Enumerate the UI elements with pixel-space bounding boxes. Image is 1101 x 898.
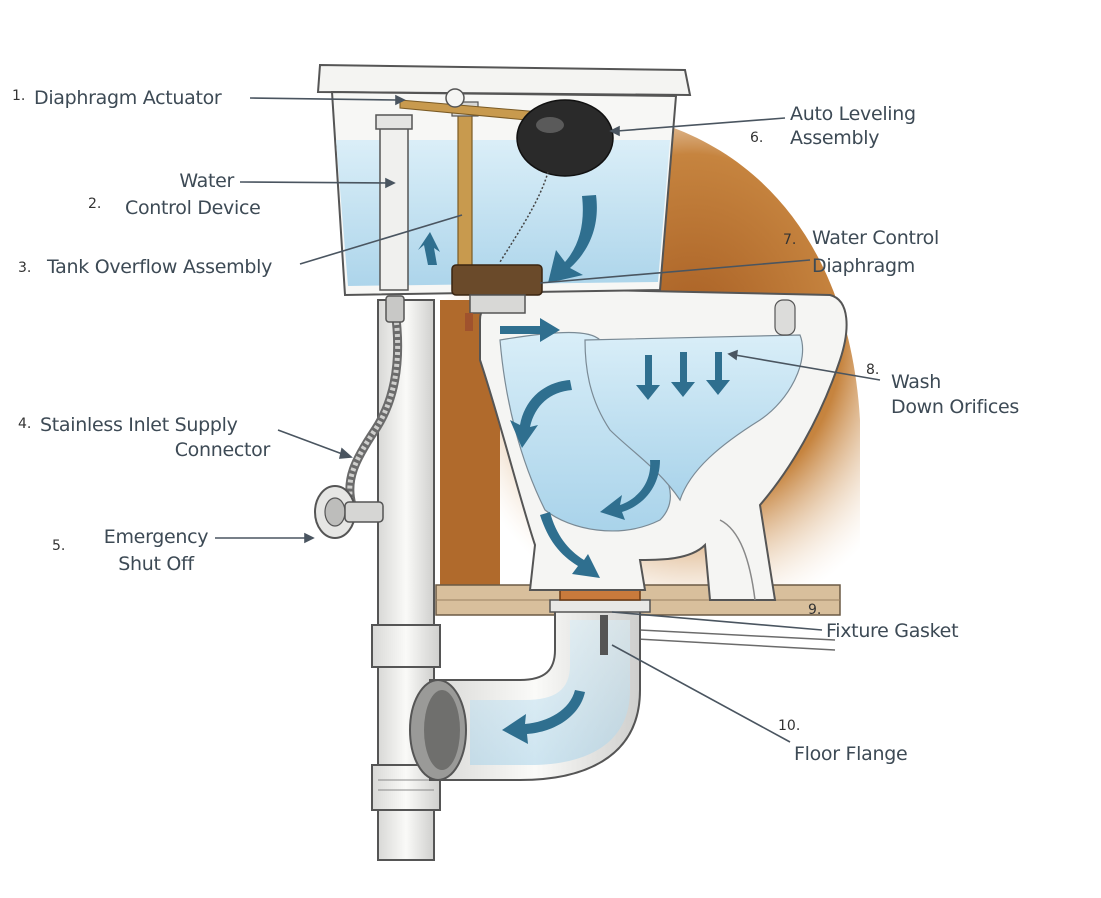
flow-arrow [502,690,585,744]
label-number-7: 7. [783,232,797,248]
label-number-2: 2. [88,196,102,212]
flow-arrow [671,352,695,397]
label-emergency-shut-off-line2: Shut Off [118,553,194,575]
leader-arrowhead [338,447,353,459]
flow-arrow [540,512,600,578]
leader-arrowhead [609,125,620,137]
flow-arrow [636,355,660,400]
label-wash-down-orifices-line1: Wash [891,371,941,393]
label-water-control-device-line2: Control Device [125,197,261,219]
label-number-1: 1. [12,88,26,104]
leader-arrowhead [304,532,315,544]
label-water-control-device-line1: Water [179,170,234,192]
label-emergency-shut-off-line1: Emergency [103,526,209,548]
label-water-control-diaphragm-line2: Diaphragm [812,255,915,277]
label-number-10: 10. [778,718,801,734]
label-stainless-inlet-supply-line2: Connector [174,439,271,461]
label-water-control-diaphragm-line1: Water Control [812,227,939,249]
leader-line [239,181,389,184]
label-auto-leveling-line2: Assembly [790,127,880,149]
tank [316,63,692,331]
shutoff-valve [314,485,384,539]
label-number-4: 4. [18,416,32,432]
flow-arrow [500,318,560,342]
label-number-8: 8. [866,362,880,378]
label-tank-overflow-assembly: Tank Overflow Assembly [47,256,273,278]
label-number-5: 5. [52,538,66,554]
label-wash-down-orifices-line2: Down Orifices [891,396,1020,418]
label-number-3: 3. [18,260,32,276]
leader-arrowhead [385,177,396,189]
leader-arrowhead [727,349,738,361]
leader-line [616,117,786,132]
toilet-bowl [479,288,848,601]
leader-lines [215,94,881,743]
leader-line [611,644,791,743]
leader-line [299,214,463,265]
leader-line [249,97,399,101]
flow-arrows [418,195,730,744]
leader-line [611,611,823,631]
label-auto-leveling-line1: Auto Leveling [790,103,916,125]
label-diaphragm-actuator: Diaphragm Actuator [34,87,222,109]
leader-arrowhead [395,94,406,106]
label-number-9: 9. [808,602,822,618]
flow-arrow [706,352,730,395]
leader-line [734,354,881,381]
flow-arrow [418,232,440,265]
label-number-6: 6. [750,130,764,146]
label-stainless-inlet-supply-line1: Stainless Inlet Supply [40,414,238,436]
flow-arrow [510,380,572,448]
leader-line [277,429,346,456]
supply-line [345,295,405,507]
flow-arrow [548,195,597,283]
leader-line [539,259,811,284]
label-floor-flange: Floor Flange [794,743,908,765]
label-fixture-gasket: Fixture Gasket [826,620,959,642]
flow-arrow [600,460,660,520]
